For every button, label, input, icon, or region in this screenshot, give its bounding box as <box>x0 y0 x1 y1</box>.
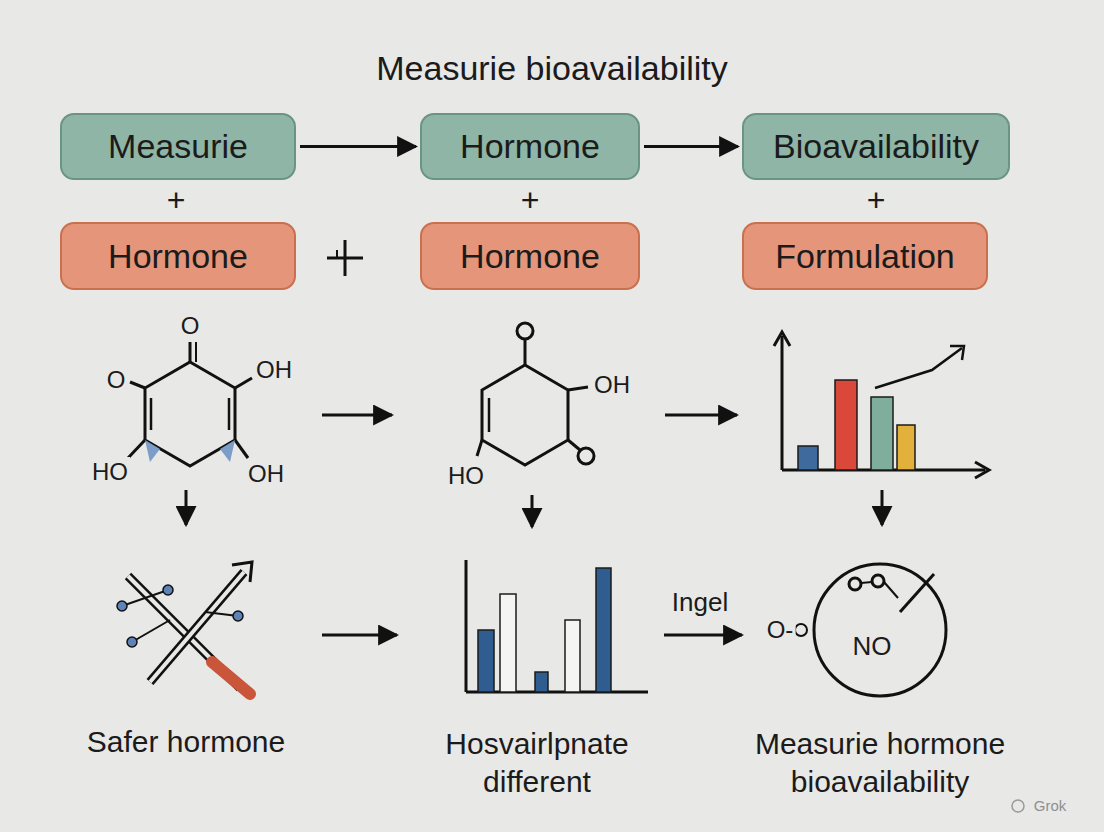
box-label: Hormone <box>460 127 600 166</box>
gauge-icon <box>795 564 946 696</box>
plus-sign: + <box>521 180 540 220</box>
atom-label: OH <box>246 459 286 489</box>
flow-arrow <box>665 414 737 417</box>
flow-arrow <box>531 495 534 527</box>
flow-arrow <box>644 145 738 148</box>
atom-label: O <box>179 311 202 341</box>
box-label: Bioavailability <box>773 127 979 166</box>
bar-chart-icon <box>774 332 989 478</box>
process-box: Measurie <box>60 113 296 180</box>
plus-sign: + <box>867 180 886 220</box>
diagram-title: Measurie bioavailability <box>376 49 728 88</box>
bar-chart-icon <box>466 560 648 692</box>
flow-arrow <box>664 634 742 637</box>
box-label: Hormone <box>108 237 248 276</box>
atom-label: HO <box>90 457 130 487</box>
caption-label: Measurie hormone bioavailability <box>735 725 1025 800</box>
atom-label: HO <box>446 461 486 491</box>
process-box: Bioavailability <box>742 113 1010 180</box>
atom-label: Ingel <box>672 586 728 619</box>
caption-label: Safer hormone <box>87 723 285 761</box>
flow-arrow <box>881 490 884 525</box>
process-box: Hormone <box>420 222 640 290</box>
process-box: Formulation <box>742 222 988 290</box>
process-box: Hormone <box>420 113 640 180</box>
plus-sign: + <box>167 180 186 220</box>
atom-label: NO <box>851 630 894 663</box>
process-box: Hormone <box>60 222 296 290</box>
flow-arrow <box>185 490 188 525</box>
atom-label: O- <box>765 615 796 645</box>
flow-arrow <box>322 634 397 637</box>
tools-icon <box>117 562 252 694</box>
cross-symbol <box>327 240 363 276</box>
caption-label: Hosvairlpnate different <box>417 725 657 800</box>
watermark-icon <box>1012 800 1024 812</box>
molecule-icon <box>477 323 594 465</box>
box-label: Measurie <box>108 127 248 166</box>
molecule-icon <box>128 342 252 466</box>
watermark: Grok <box>1034 797 1067 816</box>
atom-label: OH <box>254 355 294 385</box>
flow-arrow <box>300 145 416 148</box>
box-label: Hormone <box>460 237 600 276</box>
box-label: Formulation <box>775 237 955 276</box>
atom-label: OH <box>592 370 632 400</box>
atom-label: O <box>105 365 128 395</box>
flow-arrow <box>322 414 392 417</box>
